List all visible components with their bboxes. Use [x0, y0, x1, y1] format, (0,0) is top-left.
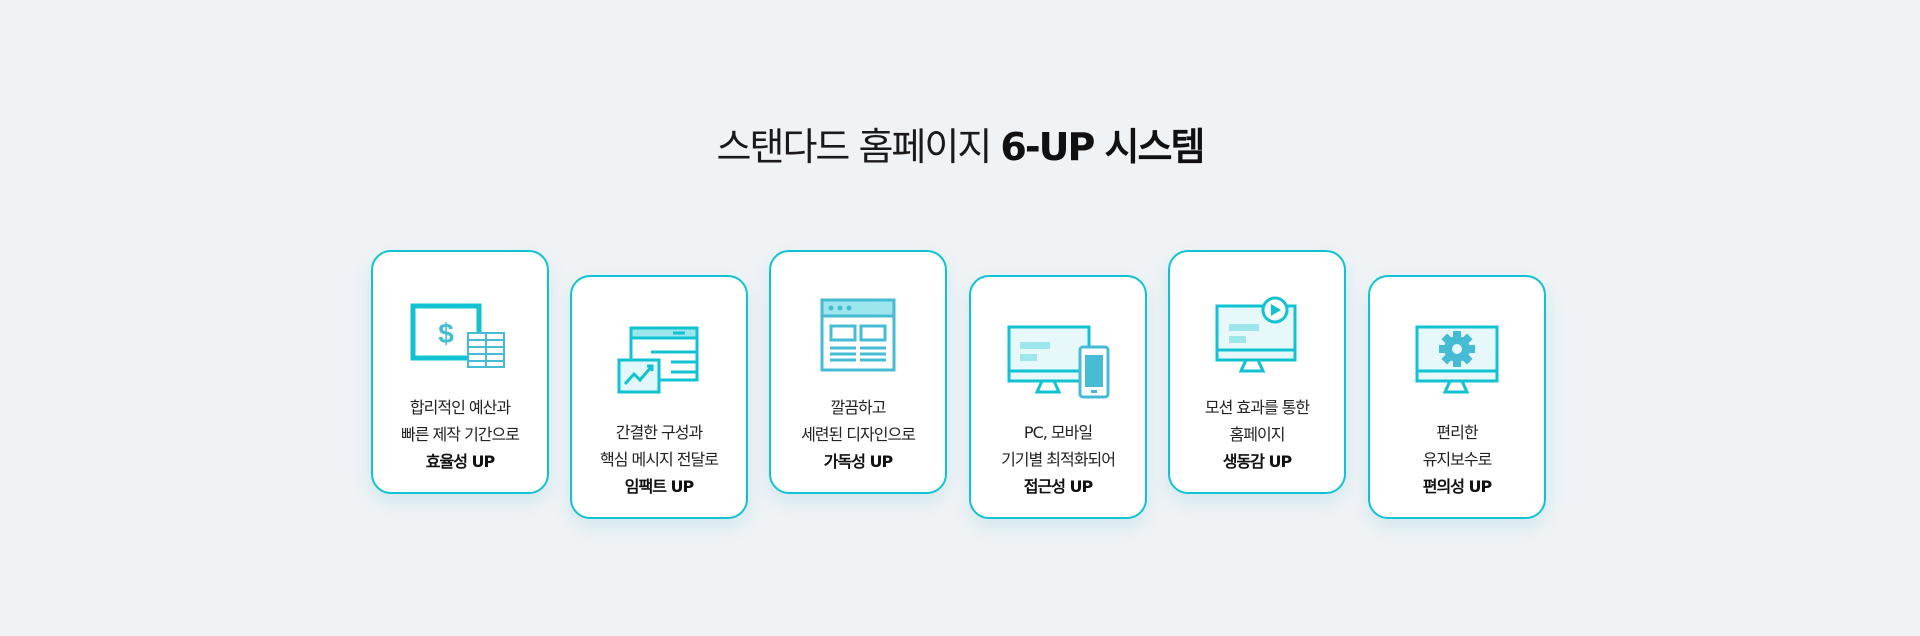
card-line: 기기별 최적화되어 — [1001, 450, 1116, 469]
card-line: 간결한 구성과 — [615, 423, 703, 442]
card-line: 모션 효과를 통한 — [1204, 398, 1310, 417]
card-line: 핵심 메시지 전달로 — [600, 450, 719, 469]
page-title: 스탠다드 홈페이지 6-UP 시스템 — [0, 116, 1920, 171]
title-bold: 6-UP 시스템 — [1000, 125, 1205, 169]
chart-window-icon — [572, 321, 746, 401]
card-heading: 접근성 UP — [1023, 477, 1093, 496]
card-line: PC, 모바일 — [1023, 423, 1093, 442]
budget-icon: $ — [373, 296, 547, 376]
gear-monitor-icon — [1370, 321, 1544, 401]
card-heading: 편의성 UP — [1422, 477, 1492, 496]
card-line: 편리한 — [1436, 423, 1478, 442]
card-line: 깔끔하고 — [830, 398, 887, 417]
card-line: 빠른 제작 기간으로 — [401, 425, 520, 444]
card-line: 합리적인 예산과 — [409, 398, 511, 417]
card-heading: 생동감 UP — [1222, 452, 1292, 471]
responsive-devices-icon — [971, 321, 1145, 401]
card-heading: 임팩트 UP — [624, 477, 694, 496]
card-heading: 효율성 UP — [425, 452, 495, 471]
card-heading: 가독성 UP — [823, 452, 893, 471]
svg-text:$: $ — [438, 318, 454, 349]
card-line: 홈페이지 — [1229, 425, 1286, 444]
video-monitor-icon — [1170, 296, 1344, 376]
layout-icon — [771, 296, 945, 376]
card-line: 유지보수로 — [1422, 450, 1493, 469]
title-light: 스탠다드 홈페이지 — [716, 125, 993, 169]
card-line: 세련된 디자인으로 — [801, 425, 916, 444]
